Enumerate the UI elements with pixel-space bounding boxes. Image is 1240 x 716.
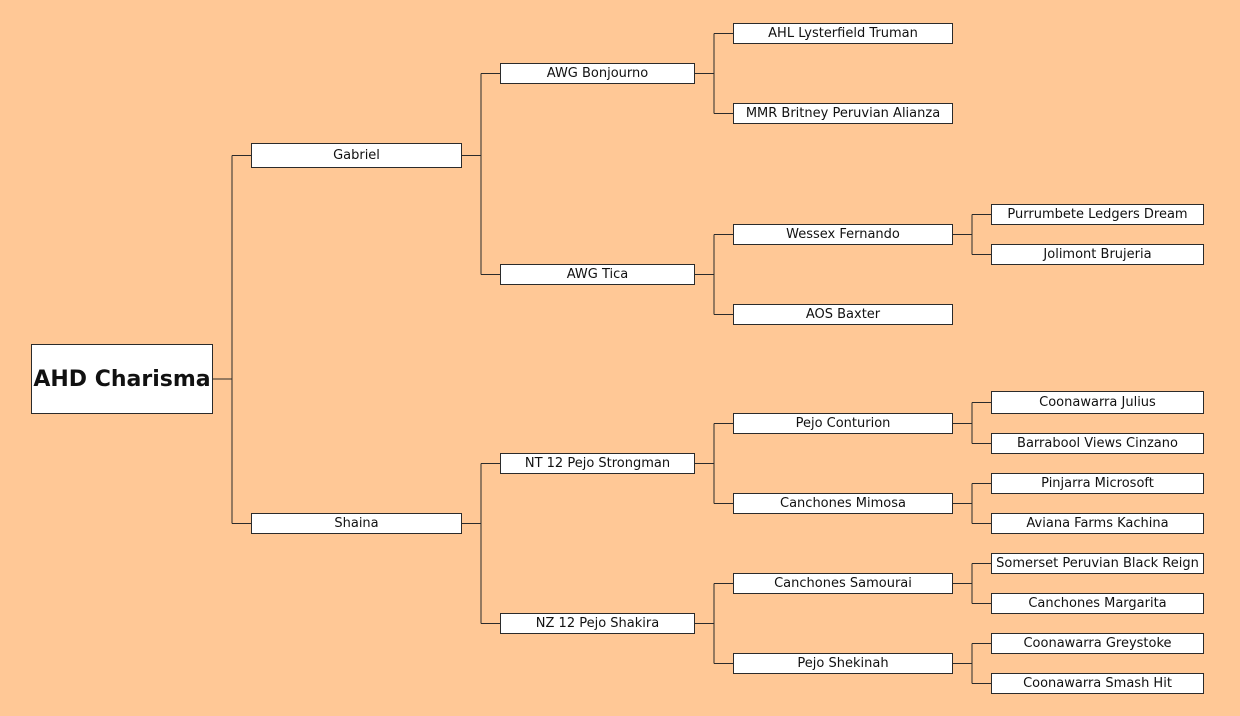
node-dam-dam-dam: Pejo Shekinah: [733, 653, 953, 674]
node-sire-dam-dam: AOS Baxter: [733, 304, 953, 325]
node-sire-dam: AWG Tica: [500, 264, 695, 285]
node-dam-sire-dam-dam: Aviana Farms Kachina: [991, 513, 1204, 534]
node-sire-dam-sire: Wessex Fernando: [733, 224, 953, 245]
node-dam-sire-sire-sire: Coonawarra Julius: [991, 391, 1204, 414]
node-dam-sire-dam-sire: Pinjarra Microsoft: [991, 473, 1204, 494]
node-dam-dam-sire: Canchones Samourai: [733, 573, 953, 594]
node-dam-sire-sire-dam: Barrabool Views Cinzano: [991, 433, 1204, 454]
node-dam-dam-dam-sire: Coonawarra Greystoke: [991, 633, 1204, 654]
node-dam-sire-sire: Pejo Conturion: [733, 413, 953, 434]
node-sire-dam-sire-sire: Purrumbete Ledgers Dream: [991, 204, 1204, 225]
node-sire: Gabriel: [251, 143, 462, 168]
node-sire-dam-sire-dam: Jolimont Brujeria: [991, 244, 1204, 265]
node-dam: Shaina: [251, 513, 462, 534]
node-dam-dam-dam-dam: Coonawarra Smash Hit: [991, 673, 1204, 694]
node-sire-sire-dam: MMR Britney Peruvian Alianza: [733, 103, 953, 124]
node-root: AHD Charisma: [31, 344, 213, 414]
node-dam-dam: NZ 12 Pejo Shakira: [500, 613, 695, 634]
node-dam-sire: NT 12 Pejo Strongman: [500, 453, 695, 474]
node-dam-dam-sire-sire: Somerset Peruvian Black Reign: [991, 553, 1204, 574]
node-sire-sire: AWG Bonjourno: [500, 63, 695, 84]
node-dam-sire-dam: Canchones Mimosa: [733, 493, 953, 514]
node-dam-dam-sire-dam: Canchones Margarita: [991, 593, 1204, 614]
node-sire-sire-sire: AHL Lysterfield Truman: [733, 23, 953, 44]
